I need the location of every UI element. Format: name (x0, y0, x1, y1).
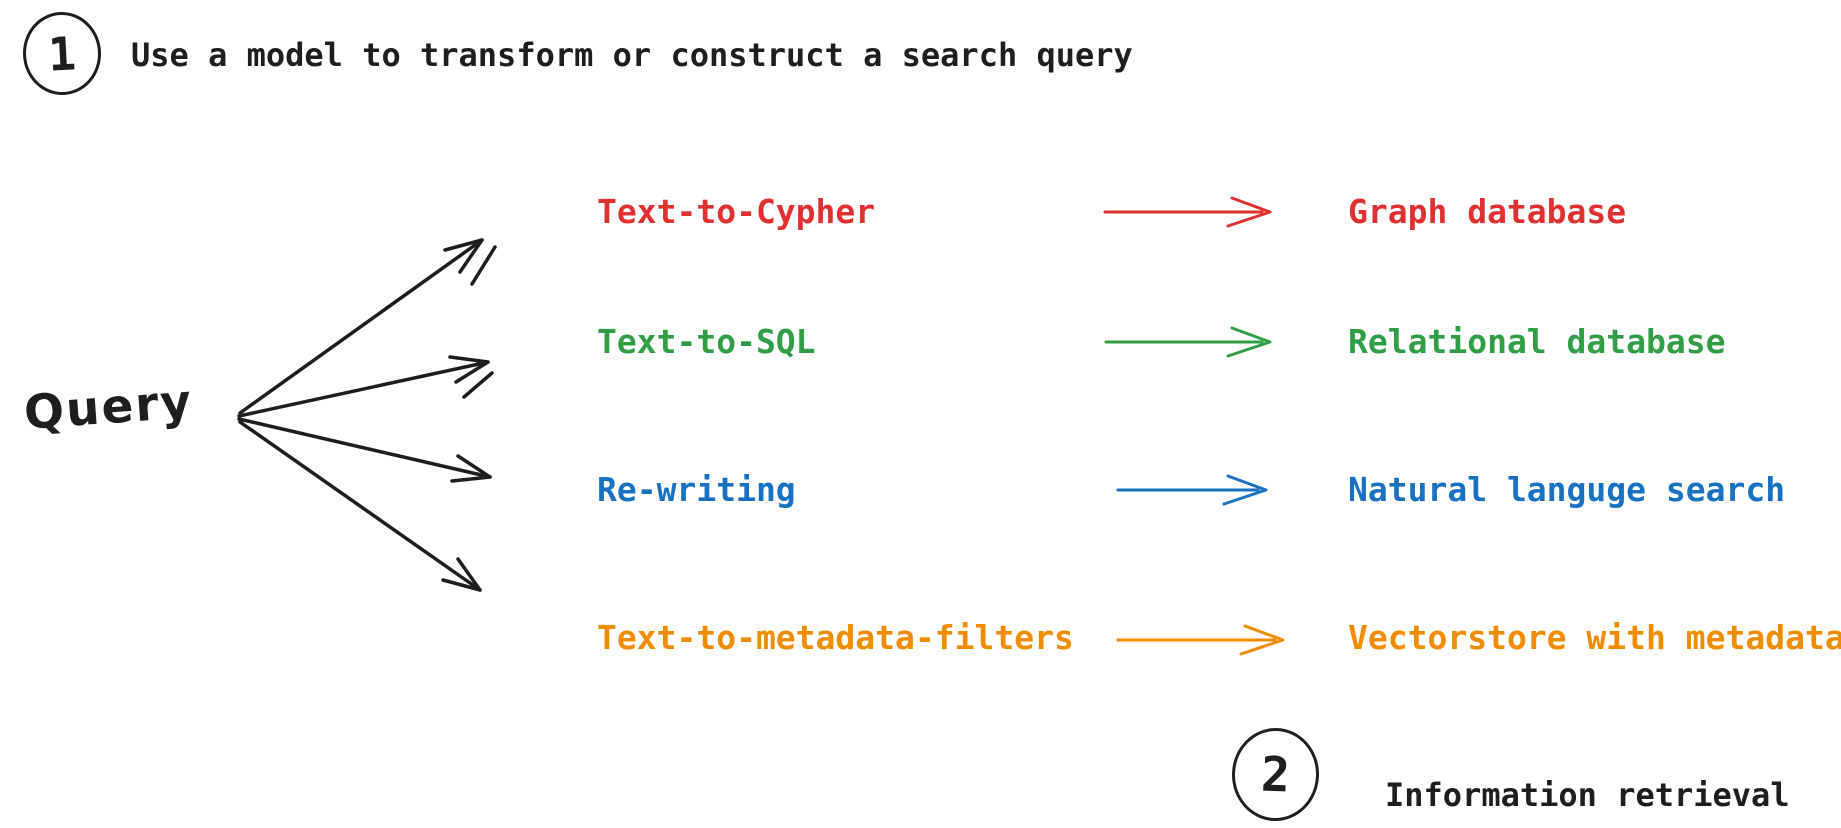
target-label-relational-database: Relational database (1348, 322, 1726, 361)
fan-arrow-top (238, 238, 497, 415)
fan-arrow-lower-middle (237, 417, 492, 483)
fan-arrow-bottom (238, 420, 482, 592)
method-label-text-to-metadata-filters: Text-to-metadata-filters (597, 618, 1074, 657)
row-arrow-re-writing (1116, 474, 1268, 506)
step-2-number: 2 (1260, 746, 1291, 803)
target-label-vectorstore-with-metadata: Vectorstore with metadata (1348, 618, 1841, 657)
target-label-natural-language-search: Natural languge search (1348, 470, 1786, 509)
step-1-title: Use a model to transform or construct a … (131, 36, 1133, 74)
row-arrow-text-to-cypher (1103, 196, 1272, 228)
method-label-text-to-cypher: Text-to-Cypher (597, 192, 876, 231)
method-label-re-writing: Re-writing (597, 470, 796, 509)
row-arrow-text-to-metadata-filters (1116, 624, 1285, 656)
row-arrow-text-to-sql (1104, 326, 1272, 358)
step-2-title: Information retrieval (1385, 776, 1790, 814)
step-2-badge: 2 (1230, 726, 1321, 823)
fan-arrow-upper-middle (237, 355, 494, 418)
method-label-text-to-sql: Text-to-SQL (597, 322, 816, 361)
target-label-graph-database: Graph database (1348, 192, 1627, 231)
step-1-number: 1 (46, 25, 78, 82)
query-label: Query (22, 374, 195, 441)
step-1-badge: 1 (20, 10, 104, 97)
